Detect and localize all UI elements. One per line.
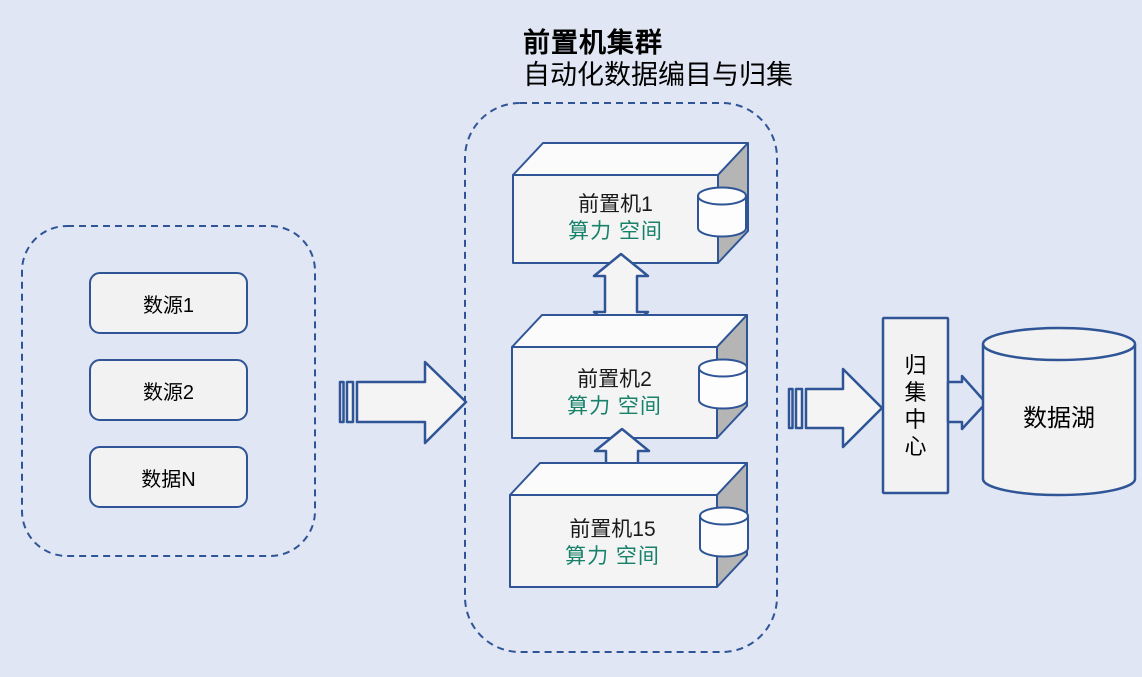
machine-1-label: 前置机1 算力 空间 [513, 191, 718, 245]
source-group-container [21, 225, 316, 557]
cluster-container [464, 102, 778, 653]
database-cylinder-icon [699, 516, 749, 558]
arrow-stripe [338, 380, 345, 424]
arrow-stripe [794, 387, 804, 430]
machine-1-name: 前置机1 [578, 193, 653, 216]
arrow-sources-to-cluster [338, 360, 468, 445]
database-cylinder-icon [697, 196, 747, 238]
cluster-title: 前置机集群 [523, 28, 663, 58]
machine-2-name: 前置机2 [577, 368, 652, 391]
source-1-label: 数源1 [142, 294, 195, 317]
machine-2-resources: 算力 空间 [567, 395, 662, 418]
source-box-2 [89, 359, 248, 421]
data-lake-cylinder [981, 326, 1137, 497]
source-box-1 [89, 272, 248, 334]
machine-3-name: 前置机15 [569, 518, 656, 541]
lake-cylinder-body [981, 344, 1137, 497]
cluster-subtitle: 自动化数据编目与归集 [523, 60, 793, 90]
machine-box-3 [509, 462, 749, 588]
arrow-stripe [787, 387, 794, 430]
source-2-label: 数源2 [142, 381, 195, 404]
source-box-3 [89, 446, 248, 508]
machine-3-label: 前置机15 算力 空间 [510, 516, 715, 570]
right-arrow-icon [355, 360, 468, 445]
right-arrow-icon [804, 367, 884, 449]
database-cylinder-icon [698, 368, 748, 410]
source-3-label: 数据N [141, 468, 196, 491]
arrow-cluster-to-center [787, 367, 884, 449]
machine-1-resources: 算力 空间 [568, 220, 663, 243]
machine-2-label: 前置机2 算力 空间 [512, 366, 717, 420]
box-top-face [512, 142, 749, 176]
box-top-face [509, 462, 748, 496]
lake-cylinder-top [981, 326, 1137, 362]
diagram-title: 前置机集群 自动化数据编目与归集 [523, 28, 793, 91]
machine-3-resources: 算力 空间 [565, 545, 660, 568]
data-lake-label: 数据湖 [1023, 404, 1095, 432]
arrow-stripe [345, 380, 355, 424]
collection-center-label-wrap: 归集中心 [883, 318, 948, 493]
box-top-face [511, 314, 748, 348]
arrow-center-to-lake [946, 374, 988, 431]
database-cylinder-top [699, 506, 749, 526]
collection-center-label: 归集中心 [904, 352, 927, 459]
database-cylinder-top [698, 358, 748, 378]
machine-box-1 [512, 142, 749, 264]
database-cylinder-top [697, 186, 747, 206]
